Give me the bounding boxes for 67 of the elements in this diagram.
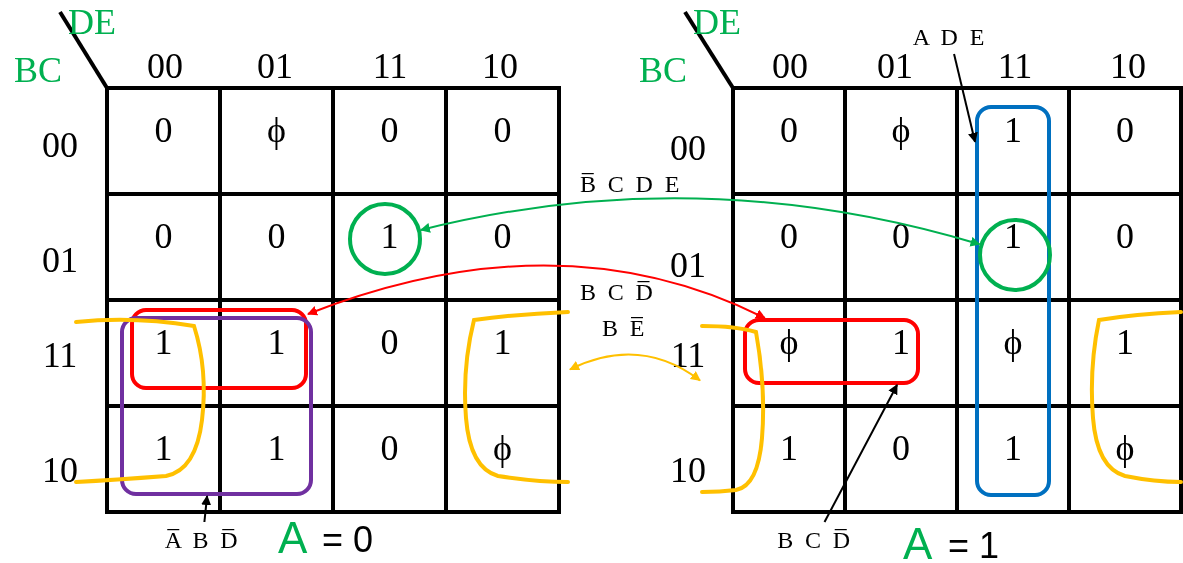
row-header: 10 (42, 452, 78, 488)
cell-value: ϕ (1003, 324, 1023, 360)
cell-value: 1 (493, 324, 512, 360)
cell-value: 0 (780, 112, 798, 148)
cell-value: 0 (380, 112, 399, 148)
leader-arrow (953, 53, 978, 143)
connector-arrow (569, 353, 701, 382)
variable-label: A (903, 522, 933, 563)
cell-value: 0 (892, 430, 910, 466)
column-header: 11 (997, 48, 1033, 84)
cell-value: 0 (380, 430, 399, 466)
group-rectangle (130, 308, 308, 390)
column-header: 01 (257, 48, 293, 84)
row-header: 00 (42, 127, 78, 163)
cell-value: 1 (1116, 324, 1134, 360)
column-header: 00 (772, 48, 808, 84)
cell-value: 0 (1116, 112, 1134, 148)
column-header: 10 (482, 48, 518, 84)
group-rectangle (975, 105, 1051, 497)
cell-value: ϕ (493, 430, 512, 466)
column-header: 00 (147, 48, 183, 84)
variable-label: A (278, 516, 308, 560)
cell-value: 1 (1004, 430, 1022, 466)
row-header: 01 (670, 247, 706, 283)
group-circle (348, 202, 422, 276)
row-header: 01 (42, 242, 78, 278)
cell-value: 1 (1004, 218, 1022, 254)
group-circle (978, 218, 1052, 292)
value-label: = 1 (948, 528, 1000, 563)
cell-value: ϕ (891, 112, 911, 148)
cell-value: 1 (892, 324, 910, 360)
value-label: = 0 (322, 522, 374, 558)
cell-value: ϕ (267, 112, 286, 148)
cell-value: 1 (267, 430, 286, 466)
connector-arrow (307, 264, 766, 319)
group-rectangle (120, 316, 313, 496)
cell-value: 0 (1116, 218, 1134, 254)
row-header: 11 (670, 337, 706, 373)
axis-label: DE (693, 4, 741, 40)
cell-value: 0 (267, 218, 286, 254)
cell-value: 0 (892, 218, 910, 254)
leader-arrow (823, 384, 899, 523)
leader-arrow (201, 495, 212, 523)
column-header: 10 (1110, 48, 1146, 84)
connector-arrow (419, 197, 981, 247)
row-header: 11 (42, 337, 78, 373)
group-rectangle (743, 318, 920, 385)
cell-value: 0 (154, 218, 173, 254)
cell-value: ϕ (779, 324, 799, 360)
cell-value: 0 (380, 324, 399, 360)
cell-value: 1 (780, 430, 798, 466)
cell-value: 1 (267, 324, 286, 360)
axis-label: BC (14, 52, 63, 88)
cell-value: 1 (154, 430, 173, 466)
column-header: 11 (372, 48, 408, 84)
axis-label: DE (68, 4, 116, 40)
cell-value: ϕ (1115, 430, 1135, 466)
cell-value: 0 (154, 112, 173, 148)
cell-value: 0 (493, 218, 512, 254)
cell-value: 1 (1004, 112, 1022, 148)
cell-value: 1 (154, 324, 173, 360)
row-header: 00 (670, 130, 706, 166)
cell-value: 0 (493, 112, 512, 148)
cell-value: 0 (780, 218, 798, 254)
axis-label: BC (639, 52, 688, 88)
row-header: 10 (670, 452, 706, 488)
cell-value: 1 (380, 218, 399, 254)
